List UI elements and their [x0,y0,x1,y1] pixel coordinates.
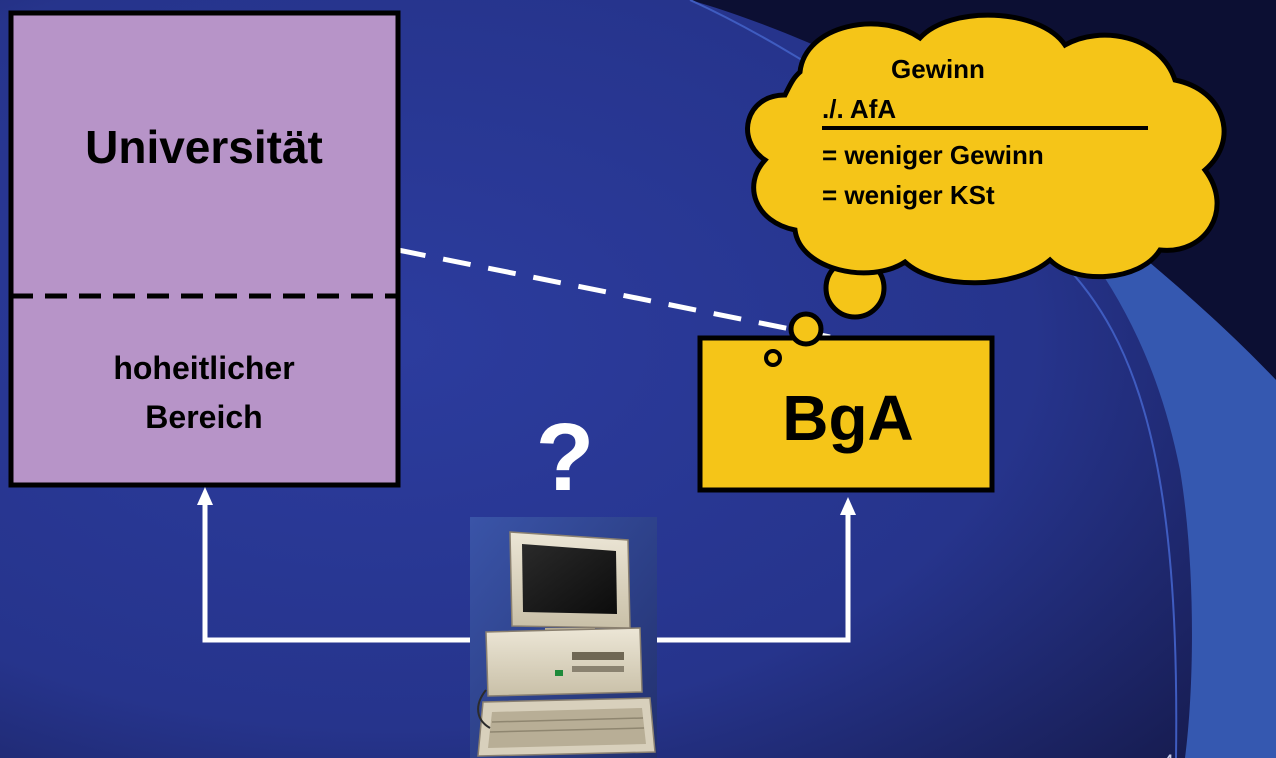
university-title: Universität [85,121,323,173]
thought-cloud: Gewinn ./. AfA = weniger Gewinn = wenige… [745,12,1227,286]
thought-line-gewinn: Gewinn [891,54,985,84]
desktop-computer-icon [470,517,657,758]
arrow-to-bga [657,497,856,643]
question-mark: ? [536,404,595,511]
thought-line-afa: ./. AfA [822,94,896,124]
hoheitlich-label-line2: Bereich [145,399,262,435]
hoheitlich-label-line1: hoheitlicher [113,350,294,386]
bga-label: BgA [782,382,914,454]
bga-box: BgA [697,335,995,493]
dashed-relation-line [397,247,831,340]
thought-bubble-small [764,349,782,367]
arrow-to-university [197,487,470,643]
thought-bubble-medium [788,311,824,347]
background-light-wedge [960,120,1276,758]
thought-line-weniger-kst: = weniger KSt [822,180,995,210]
hoheitlicher-area-outline [8,293,401,488]
thought-line-weniger-gewinn: = weniger Gewinn [822,140,1044,170]
page-number: 4 [1162,750,1174,758]
university-box: Universität hoheitlicher Bereich [8,10,401,488]
